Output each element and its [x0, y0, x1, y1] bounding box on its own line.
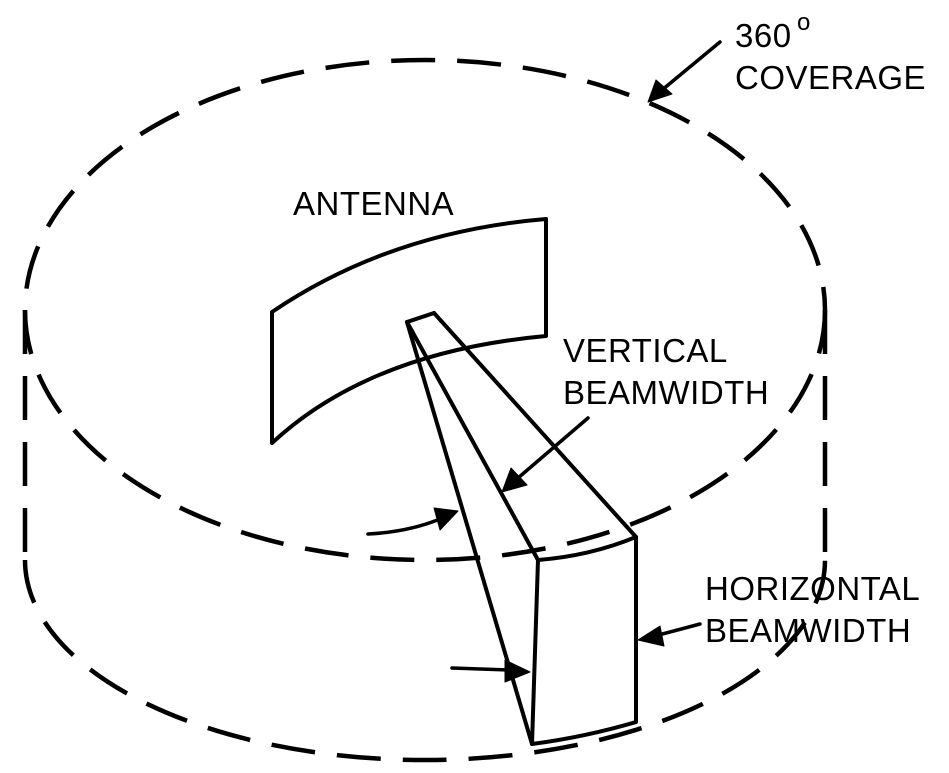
vertical-beamwidth-arrow: [501, 416, 590, 493]
rotation-arrow: [366, 507, 459, 536]
coverage-top-ellipse: [22, 57, 828, 563]
antenna-reflector: [270, 217, 548, 445]
vertical-beamwidth-label-line1: VERTICAL: [563, 332, 728, 369]
coverage-cylinder: [22, 57, 828, 763]
coverage-degree-mark: o: [797, 9, 811, 36]
horizontal-beamwidth-label-line1: HORIZONTAL: [705, 570, 920, 607]
coverage-word-label: COVERAGE: [735, 59, 926, 96]
horizontal-beamwidth-label-line2: BEAMWIDTH: [705, 612, 911, 649]
horizontal-beamwidth-arrow-left: [450, 659, 531, 683]
horizontal-beamwidth-arrow-right: [637, 622, 702, 647]
coverage-bottom-arc: [22, 559, 828, 763]
vertical-beamwidth-label-line2: BEAMWIDTH: [563, 374, 769, 411]
coverage-arrow: [647, 40, 722, 103]
coverage-value-label: 360: [735, 17, 792, 54]
antenna-label: ANTENNA: [293, 185, 454, 222]
